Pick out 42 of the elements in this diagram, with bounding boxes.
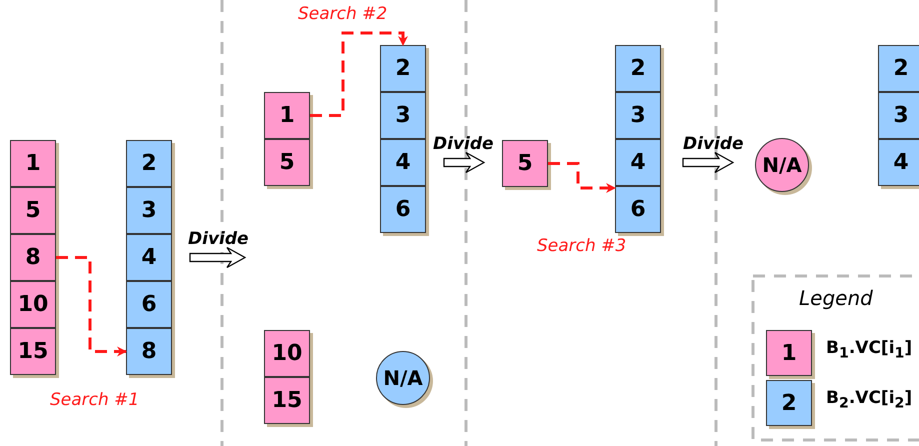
array-cell: 15 [10, 328, 56, 375]
swatch-number: 1 [781, 340, 797, 366]
array-cell: 1 [264, 92, 310, 139]
array-cell: 2 [878, 45, 919, 92]
array-cell: 1 [10, 140, 56, 187]
array-cell: 10 [10, 281, 56, 328]
array-cell: 6 [126, 281, 172, 328]
divide-arrow [189, 246, 246, 268]
legend-text: B$_{2}$.VC[i$_{2}$] [826, 388, 912, 412]
array-cell: 4 [126, 234, 172, 281]
step-label: Divide [683, 134, 744, 154]
array-cell: 2 [380, 45, 426, 92]
array-cell: 3 [878, 92, 919, 139]
circle-node: N/A [376, 351, 430, 405]
array-cell: 15 [264, 377, 310, 424]
step-label: Divide [433, 134, 494, 154]
array-cell: 5 [264, 139, 310, 186]
circle-node: N/A [755, 138, 809, 192]
array-cell: 3 [380, 92, 426, 139]
legend-title: Legend [799, 286, 873, 310]
array-cell: 8 [126, 328, 172, 375]
array-cell: 3 [615, 92, 661, 139]
array-cell: 5 [502, 140, 548, 187]
search-arrow [56, 256, 127, 356]
step-label: Divide [188, 229, 249, 249]
array-cell: 6 [380, 186, 426, 233]
search-arrow [310, 32, 408, 117]
array-cell: 2 [615, 45, 661, 92]
array-cell: 4 [615, 139, 661, 186]
divide-arrow [682, 152, 734, 174]
array-cell: 3 [126, 187, 172, 234]
array-cell: 6 [615, 186, 661, 233]
array-cell: 8 [10, 234, 56, 281]
legend-text: B$_{1}$.VC[i$_{1}$] [826, 338, 912, 362]
array-cell: 5 [10, 187, 56, 234]
array-cell: 10 [264, 330, 310, 377]
divide-arrow [443, 152, 486, 174]
array-cell: 4 [878, 139, 919, 186]
array-cell: 2 [126, 140, 172, 187]
search-arrow [548, 162, 616, 193]
swatch-number: 2 [781, 390, 797, 416]
array-cell: 4 [380, 139, 426, 186]
